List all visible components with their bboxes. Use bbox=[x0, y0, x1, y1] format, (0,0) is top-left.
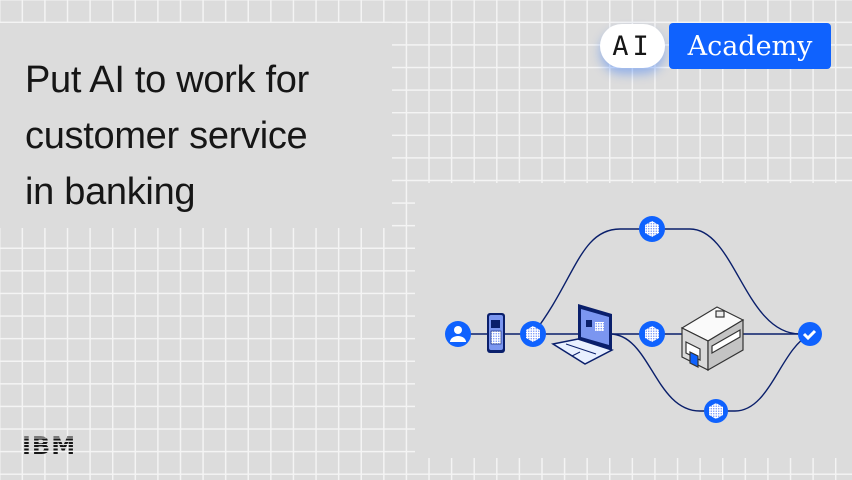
ai-badge: AI bbox=[600, 24, 665, 68]
node-icon bbox=[520, 321, 546, 347]
title-panel bbox=[0, 23, 392, 228]
node-icon bbox=[704, 399, 728, 423]
title-line-2: customer service bbox=[25, 115, 308, 157]
connector-lines bbox=[458, 228, 811, 412]
academy-badge: Academy bbox=[669, 23, 831, 69]
title-line-3: in banking bbox=[25, 171, 196, 213]
node-icon bbox=[639, 321, 665, 347]
page-title: Put AI to work for customer service in b… bbox=[25, 52, 309, 220]
building-icon bbox=[680, 306, 745, 372]
ibm-logo: IBM bbox=[22, 432, 77, 460]
title-line-1: Put AI to work for bbox=[25, 59, 309, 101]
laptop-icon bbox=[551, 304, 614, 365]
node-icon bbox=[639, 216, 665, 242]
user-icon bbox=[445, 321, 471, 347]
checkmark-icon bbox=[798, 322, 822, 346]
phone-icon bbox=[487, 313, 505, 353]
